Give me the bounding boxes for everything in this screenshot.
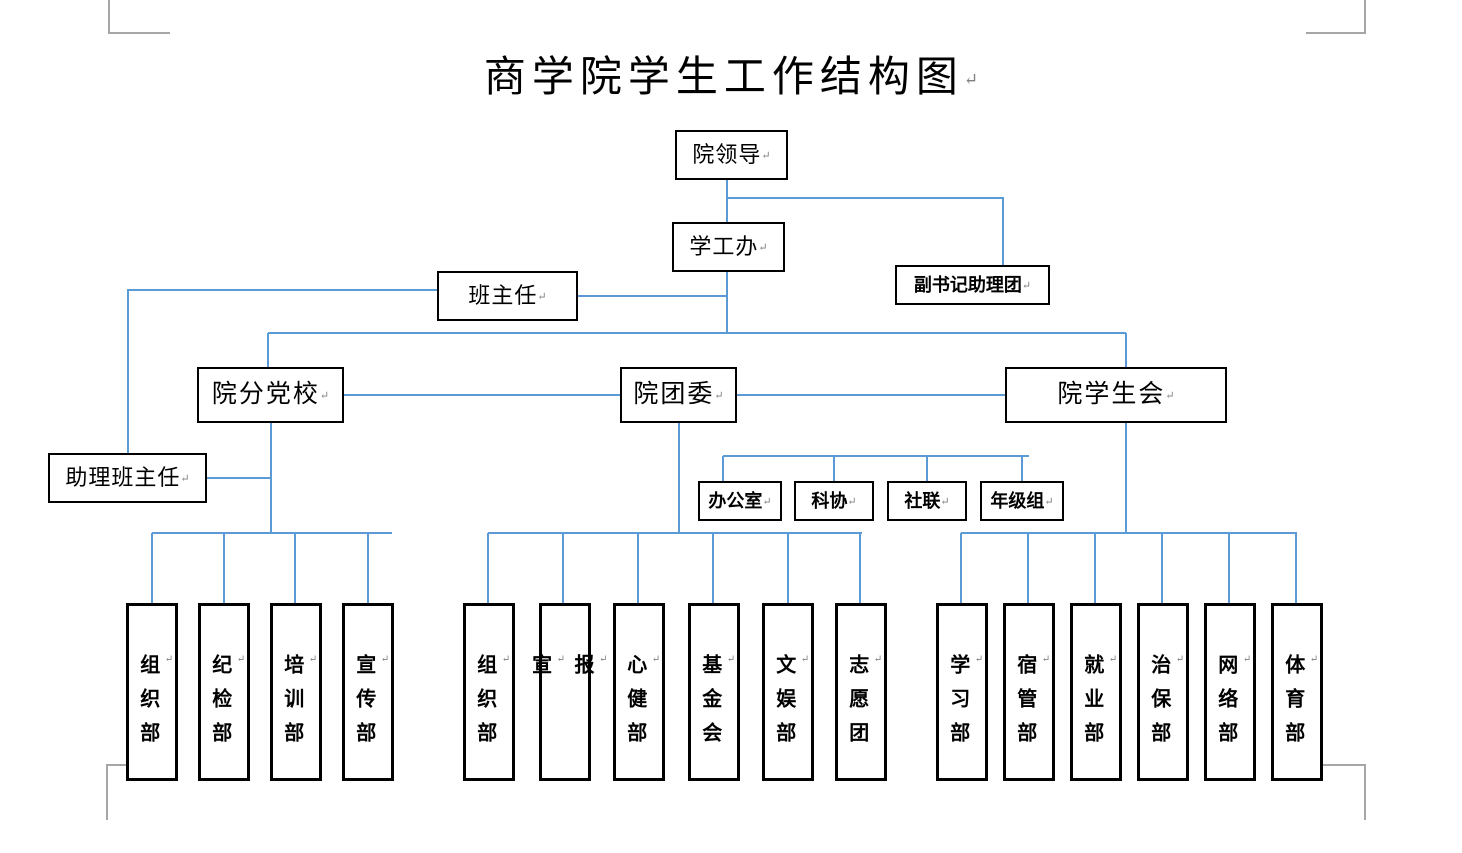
node-label: 科协	[811, 491, 848, 511]
node-department-right-1[interactable]: 学习部 ↵	[936, 603, 988, 781]
pilcrow-mark: ↵	[873, 654, 883, 665]
pilcrow-mark: ↵	[308, 654, 318, 665]
node-label: 院团委	[633, 381, 715, 408]
node-department-right-2[interactable]: 宿管部 ↵	[1003, 603, 1055, 781]
node-label: 院领导	[692, 142, 762, 167]
node-yuan-fen-dang-xiao[interactable]: 院分党校↵	[197, 367, 344, 423]
node-label: 学习部	[946, 654, 969, 756]
pilcrow-mark: ↵	[1309, 654, 1319, 665]
node-label: 办公室	[708, 491, 763, 511]
node-label: 心健部	[623, 654, 646, 756]
node-she-lian[interactable]: 社联↵	[887, 481, 967, 521]
node-ke-xie[interactable]: 科协↵	[794, 481, 874, 521]
crop-mark-top-right	[1306, 0, 1366, 34]
pilcrow-mark: ↵	[319, 389, 330, 402]
pilcrow-mark: ↵	[726, 654, 736, 665]
node-label: 学工办	[689, 234, 759, 259]
node-label: 助理班主任	[65, 465, 181, 490]
node-department-middle-2[interactable]: 宣 ↵ 报 ↵	[529, 603, 607, 781]
node-label-second-line: 报	[571, 654, 593, 688]
pilcrow-mark: ↵	[556, 654, 565, 665]
node-label: 纪检部	[208, 654, 231, 756]
crop-mark-bottom-right	[1306, 764, 1366, 820]
pilcrow-mark: ↵	[1021, 279, 1032, 292]
page-title-text: 商学院学生工作结构图	[483, 55, 964, 101]
node-label: 组织部	[473, 654, 496, 756]
node-label: 就业部	[1080, 654, 1103, 756]
node-xue-gong-ban[interactable]: 学工办↵	[672, 222, 785, 272]
node-label: 志愿团	[845, 654, 868, 756]
crop-mark-top-left	[108, 0, 170, 34]
pilcrow-mark: ↵	[1175, 654, 1185, 665]
node-department-middle-6[interactable]: 志愿团 ↵	[835, 603, 887, 781]
node-ban-zhu-ren[interactable]: 班主任↵	[437, 271, 578, 321]
node-label: 基金会	[698, 654, 721, 756]
node-department-middle-5[interactable]: 文娱部 ↵	[762, 603, 814, 781]
node-department-left-2[interactable]: 纪检部 ↵	[198, 603, 250, 781]
node-department-left-3[interactable]: 培训部 ↵	[270, 603, 322, 781]
node-department-middle-3[interactable]: 心健部 ↵	[613, 603, 665, 781]
node-label: 文娱部	[772, 654, 795, 756]
node-nian-ji-zu[interactable]: 年级组↵	[980, 481, 1064, 521]
node-department-middle-4[interactable]: 基金会 ↵	[688, 603, 740, 781]
node-label: 宣	[528, 654, 551, 688]
node-department-right-6[interactable]: 体育部 ↵	[1271, 603, 1323, 781]
pilcrow-mark: ↵	[714, 389, 724, 402]
node-label: 宣传部	[352, 654, 375, 756]
node-department-left-1[interactable]: 组织部 ↵	[126, 603, 178, 781]
node-label: 网络部	[1214, 654, 1237, 756]
pilcrow-mark: ↵	[1165, 389, 1175, 402]
pilcrow-mark: ↵	[180, 472, 190, 485]
pilcrow-mark: ↵	[1108, 654, 1118, 665]
node-zhu-li-ban-zhu-ren[interactable]: 助理班主任↵	[48, 453, 207, 503]
pilcrow-mark: ↵	[974, 654, 984, 665]
pilcrow-mark: ↵	[1041, 654, 1051, 665]
node-label: 社联	[904, 491, 941, 511]
pilcrow-mark: ↵	[800, 654, 810, 665]
node-label: 院分党校	[211, 381, 320, 408]
pilcrow-mark: ↵	[940, 495, 950, 508]
pilcrow-mark: ↵	[1044, 495, 1054, 508]
node-yuan-ling-dao[interactable]: 院领导↵	[675, 130, 788, 180]
pilcrow-mark: ↵	[761, 149, 771, 162]
node-fu-shu-ji-zhu-li-tuan[interactable]: 副书记助理团↵	[895, 265, 1050, 305]
node-department-right-5[interactable]: 网络部 ↵	[1204, 603, 1256, 781]
node-yuan-xue-sheng-hui[interactable]: 院学生会↵	[1005, 367, 1227, 423]
pilcrow-mark: ↵	[963, 70, 979, 89]
node-label: 体育部	[1281, 654, 1304, 756]
pilcrow-mark: ↵	[651, 654, 661, 665]
pilcrow-mark: ↵	[236, 654, 246, 665]
node-label: 副书记助理团	[913, 275, 1022, 295]
node-label: 治保部	[1147, 654, 1170, 756]
page-title: 商学院学生工作结构图↵	[0, 52, 1462, 106]
pilcrow-mark: ↵	[537, 290, 547, 303]
node-label: 组织部	[136, 654, 159, 756]
pilcrow-mark: ↵	[1242, 654, 1252, 665]
node-department-middle-1[interactable]: 组织部 ↵	[463, 603, 515, 781]
pilcrow-mark: ↵	[758, 241, 768, 254]
node-label: 年级组	[990, 491, 1045, 511]
node-ban-gong-shi[interactable]: 办公室↵	[698, 481, 782, 521]
node-label: 宿管部	[1013, 654, 1036, 756]
node-label: 培训部	[280, 654, 303, 756]
node-department-right-4[interactable]: 治保部 ↵	[1137, 603, 1189, 781]
pilcrow-mark: ↵	[501, 654, 511, 665]
node-department-left-4[interactable]: 宣传部 ↵	[342, 603, 394, 781]
node-yuan-tuan-wei[interactable]: 院团委↵	[620, 367, 737, 423]
pilcrow-mark: ↵	[164, 654, 174, 665]
pilcrow-mark: ↵	[599, 654, 608, 665]
node-label: 班主任	[468, 283, 538, 308]
pilcrow-mark: ↵	[380, 654, 390, 665]
node-label: 院学生会	[1057, 381, 1166, 408]
pilcrow-mark: ↵	[847, 495, 857, 508]
pilcrow-mark: ↵	[762, 495, 772, 508]
node-department-right-3[interactable]: 就业部 ↵	[1070, 603, 1122, 781]
